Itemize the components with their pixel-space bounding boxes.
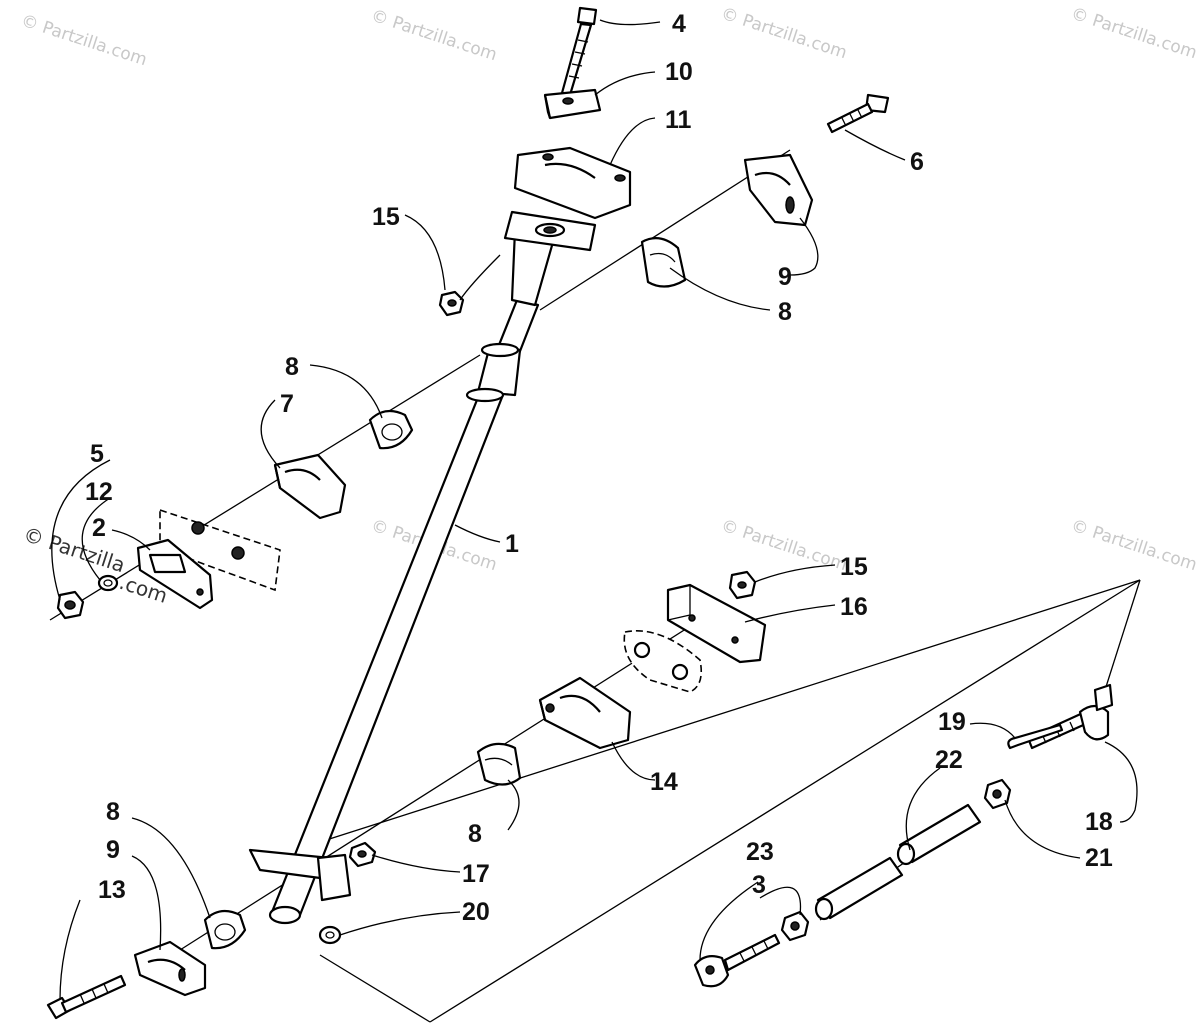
callout-18: 18 <box>1085 808 1113 836</box>
tie-rod-frame-pointer <box>1104 579 1141 691</box>
nut-17 <box>348 841 377 868</box>
steering-post-shaft <box>248 210 597 925</box>
watermark-top-right: © Partzilla.com <box>718 4 849 64</box>
axis-lower <box>179 619 701 951</box>
callout-13: 13 <box>98 876 126 904</box>
bolt-13 <box>46 974 127 1020</box>
tie-rod-frame-left <box>319 954 431 1023</box>
nut-15-upper <box>438 290 465 317</box>
washer-20 <box>318 925 342 945</box>
bracket-plate-2 <box>136 538 214 610</box>
bushing-8-lower-left <box>203 909 247 950</box>
clamp-block-11 <box>513 146 632 220</box>
watermark-mid-far-right: © Partzilla.com <box>1068 516 1199 576</box>
tie-rod-end-18-head <box>1078 704 1110 741</box>
callout-22: 22 <box>935 746 963 774</box>
nut-15-lower <box>728 570 757 600</box>
callout-4: 4 <box>672 10 686 38</box>
bushing-8-left <box>368 409 414 450</box>
callout-1: 1 <box>505 530 519 558</box>
watermark-top-center: © Partzilla.com <box>368 6 499 66</box>
clamp-block-10 <box>543 88 602 120</box>
cotter-pin-19 <box>1007 723 1064 750</box>
callout-12: 12 <box>85 478 113 506</box>
watermark-left-line1: © Partzilla <box>20 522 128 577</box>
callout-8-upper-right: 8 <box>778 298 792 326</box>
watermark-top-far-right: © Partzilla.com <box>1068 4 1199 64</box>
washer-12 <box>97 574 119 592</box>
watermarks: © Partzilla.com © Partzilla.com © Partzi… <box>18 4 1199 608</box>
callout-9-upper: 9 <box>778 263 792 291</box>
callout-17: 17 <box>462 860 490 888</box>
bolt-6 <box>826 93 890 134</box>
callout-10: 10 <box>665 58 693 86</box>
plate-16 <box>666 583 767 664</box>
nut-5 <box>56 590 85 620</box>
frame-plate-reference-right <box>623 630 703 693</box>
callout-8-lower-right: 8 <box>468 820 482 848</box>
callout-labels: 4 10 11 6 9 8 15 8 7 5 12 2 1 15 16 19 2… <box>85 10 1113 926</box>
callout-3: 3 <box>752 871 766 899</box>
callout-2: 2 <box>92 514 106 542</box>
assembly-axis-lines <box>49 149 1141 1023</box>
watermark-top-left: © Partzilla.com <box>18 11 149 71</box>
callout-15-lower: 15 <box>840 553 868 581</box>
bushing-8-lower-right <box>476 742 522 786</box>
tie-rod-frame-top <box>319 579 1141 843</box>
callout-19: 19 <box>938 708 966 736</box>
leader-lines <box>51 19 1138 1001</box>
bearing-cap-9-lower <box>133 940 207 997</box>
callout-23: 23 <box>746 838 774 866</box>
bushing-8-upper-right <box>640 237 687 288</box>
callout-20: 20 <box>462 898 490 926</box>
bearing-cap-14 <box>538 676 632 750</box>
tie-rod-assembly <box>693 683 1114 988</box>
callout-8-left: 8 <box>285 353 299 381</box>
tie-rod-frame-bottom <box>429 579 1141 1023</box>
callout-21: 21 <box>1085 844 1113 872</box>
bolt-4 <box>560 6 598 97</box>
bearing-cap-9-upper <box>743 153 814 227</box>
callout-9-lower: 9 <box>106 836 120 864</box>
callout-15-upper: 15 <box>372 203 400 231</box>
callout-14: 14 <box>650 768 678 796</box>
axis-upper-left <box>49 354 481 621</box>
callout-6: 6 <box>910 148 924 176</box>
callout-16: 16 <box>840 593 868 621</box>
callout-7: 7 <box>280 390 294 418</box>
frame-plate-reference-left <box>159 508 281 592</box>
watermark-mid-right: © Partzilla.com <box>718 516 849 576</box>
callout-8-lower-left: 8 <box>106 798 120 826</box>
callout-5: 5 <box>90 440 104 468</box>
callout-11: 11 <box>665 106 692 134</box>
bearing-cap-7 <box>273 453 347 520</box>
